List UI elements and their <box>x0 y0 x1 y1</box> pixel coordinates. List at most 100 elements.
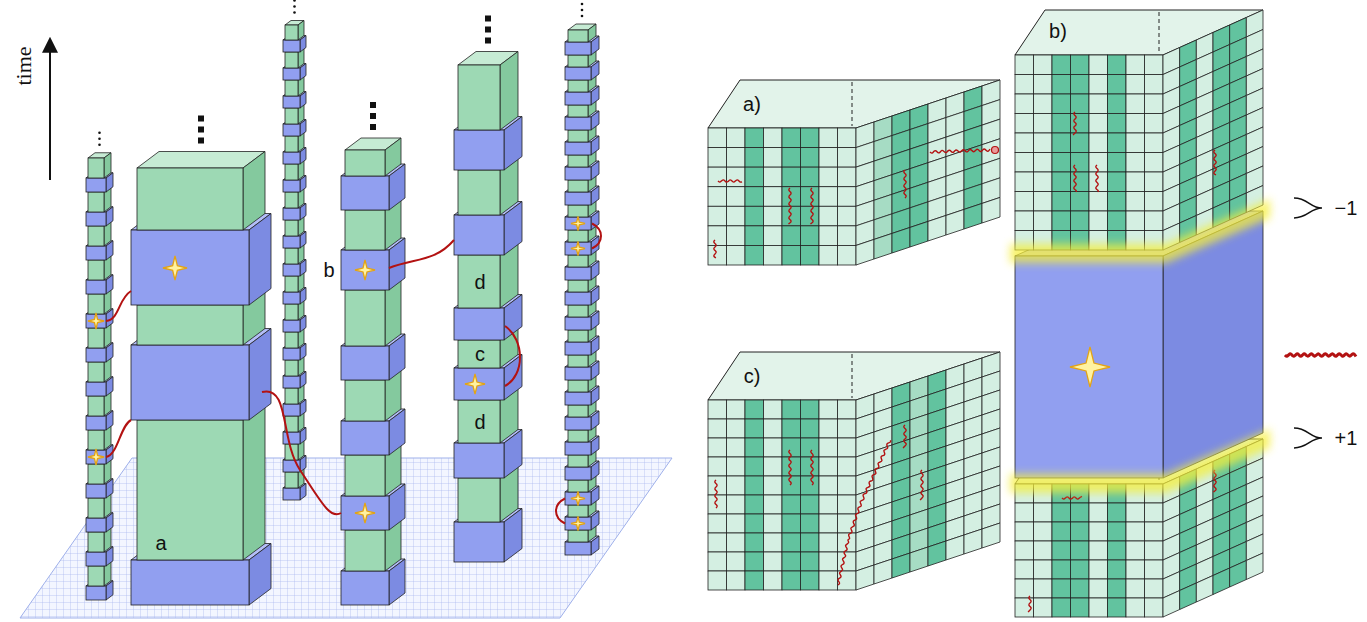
idle-block-front <box>88 328 104 348</box>
red-wiggle <box>715 480 717 508</box>
lattice-cell <box>782 457 801 476</box>
lattice-cell <box>838 400 857 419</box>
lattice-cell <box>1126 153 1145 173</box>
lattice-cell <box>1089 522 1108 541</box>
idle-block-front <box>568 105 588 117</box>
idle-block-front <box>568 430 588 442</box>
lattice-cell <box>782 533 801 552</box>
lattice-cell <box>727 571 746 590</box>
lattice-cell <box>801 128 820 148</box>
lattice-cell <box>838 552 857 571</box>
red-wiggle <box>1213 470 1216 492</box>
gate-block-front <box>454 215 504 255</box>
gate-block-front <box>86 552 106 566</box>
gate-block-front <box>283 404 300 416</box>
idle-block-front <box>88 396 104 416</box>
lattice-cell <box>745 226 764 246</box>
event-star <box>355 503 375 523</box>
idle-block-front <box>285 52 298 68</box>
lattice-cell <box>819 400 838 419</box>
lattice-cell <box>764 552 783 571</box>
lattice-cell <box>801 167 820 187</box>
lattice-cell <box>1145 560 1164 579</box>
lattice-cell <box>1108 133 1127 153</box>
gate-block-front <box>565 367 591 380</box>
lattice-cell <box>782 167 801 187</box>
lattice-cell <box>708 552 727 571</box>
lattice-cell <box>838 476 857 495</box>
lattice-cell <box>708 419 727 438</box>
continuation-dot <box>293 11 296 14</box>
lattice-cell <box>1089 503 1108 522</box>
lattice-cell <box>1108 503 1127 522</box>
event-star <box>571 217 585 231</box>
lattice-cell <box>1126 560 1145 579</box>
gate-block-front <box>283 40 300 52</box>
lattice-cell <box>801 187 820 207</box>
red-wiggle <box>714 240 716 258</box>
idle-block-front <box>345 380 385 421</box>
event-star <box>355 260 375 280</box>
lattice-cell <box>764 167 783 187</box>
lattice-cell <box>782 245 801 265</box>
lattice-cell <box>1089 598 1108 617</box>
idle-block-front <box>88 260 104 280</box>
lattice-cell <box>1071 172 1090 192</box>
lattice-cell <box>708 571 727 590</box>
lattice-cube <box>708 352 1000 590</box>
lattice-cell <box>1108 114 1127 134</box>
continuation-dot <box>370 102 376 108</box>
lattice-cell <box>1071 541 1090 560</box>
hidden-edge <box>1159 12 1160 53</box>
red-wiggle <box>904 170 906 198</box>
lattice-cell <box>764 533 783 552</box>
lattice-cell <box>1196 576 1213 603</box>
lattice-cell <box>1015 211 1034 231</box>
lattice-cell <box>801 571 820 590</box>
red-wiggle <box>810 188 813 224</box>
idle-block-front <box>568 280 588 292</box>
interaction-link <box>262 391 341 514</box>
idle-block-front <box>285 192 298 208</box>
lattice-cell <box>764 128 783 148</box>
idle-block-front <box>88 362 104 382</box>
gate-block-front <box>86 518 106 532</box>
gate-block-front <box>86 212 106 226</box>
lattice-cell <box>964 529 982 554</box>
gate-block-front <box>565 192 591 205</box>
lattice-cell <box>838 206 857 226</box>
interaction-link <box>389 240 454 268</box>
wiggle-end <box>992 147 999 154</box>
idle-block-front <box>568 255 588 267</box>
panel-label: a) <box>743 94 761 114</box>
idle-block-front <box>88 498 104 518</box>
lattice-cell <box>1108 172 1127 192</box>
gate-block-front <box>341 250 389 290</box>
idle-block-front <box>285 332 298 348</box>
gate-block-front <box>86 178 106 192</box>
idle-block-front <box>88 158 104 178</box>
lattice-cell <box>1089 114 1108 134</box>
idle-block-front <box>285 304 298 320</box>
lattice-cell <box>727 400 746 419</box>
lattice-cell <box>745 400 764 419</box>
continuation-dot <box>98 137 101 140</box>
event-star <box>1070 347 1110 387</box>
lattice-cell <box>856 239 874 265</box>
lattice-cell <box>764 226 783 246</box>
lattice-cell <box>1108 598 1127 617</box>
lattice-cell <box>1071 522 1090 541</box>
lattice-cell <box>801 514 820 533</box>
gate-block-front <box>565 117 591 130</box>
lattice-cell <box>801 148 820 168</box>
lattice-cell <box>1052 55 1071 75</box>
lattice-cell <box>1071 192 1090 212</box>
continuation-dot <box>198 138 204 144</box>
lattice-cell <box>1145 153 1164 173</box>
lattice-cell <box>1015 75 1034 95</box>
lattice-cell <box>801 245 820 265</box>
lattice-cell <box>782 148 801 168</box>
panel-label: b <box>323 260 334 280</box>
red-wiggle <box>1073 112 1076 135</box>
lattice-cell <box>727 167 746 187</box>
